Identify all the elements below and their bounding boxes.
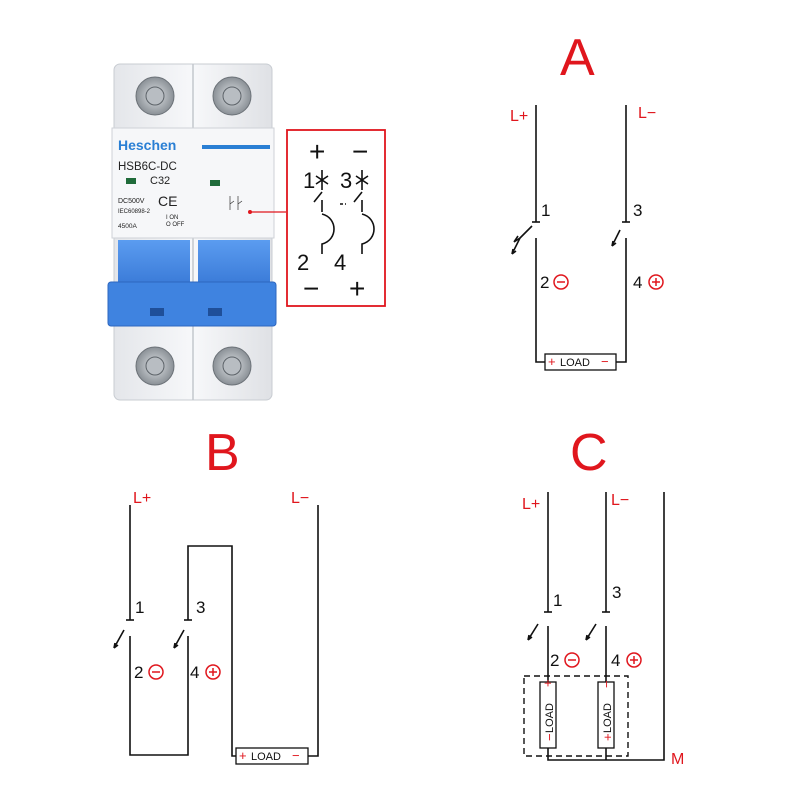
diagram-c-supply-neg: L− <box>611 492 629 509</box>
minus-circle-icon <box>553 274 569 290</box>
diagram-a-load-label: LOAD <box>560 357 590 369</box>
screw-icon <box>212 76 252 116</box>
diagram-b-load-label: LOAD <box>251 751 281 763</box>
minus-circle-icon <box>564 652 580 668</box>
diagram-b-supply-pos: L+ <box>133 490 151 507</box>
zoom-t2: 2 <box>297 250 309 275</box>
screw-icon <box>135 346 175 386</box>
indicator-light <box>126 178 136 184</box>
diagram-b-title: B <box>205 424 240 482</box>
diagram-b-t1: 1 <box>135 598 144 617</box>
pole-stripe <box>202 145 270 149</box>
zoom-contacts <box>313 170 375 254</box>
zoom-t1: 1 <box>303 168 315 193</box>
screw-icon <box>212 346 252 386</box>
load-minus-icon: − <box>601 354 609 369</box>
diagram-c-title: C <box>570 424 608 482</box>
zoom-t3: 3 <box>340 168 352 193</box>
diagram-b-load: + LOAD − <box>235 747 309 765</box>
diagram-c-load-right: − LOAD + <box>597 680 615 749</box>
diagram-c-load-left: + LOAD − <box>539 679 557 749</box>
load-plus-icon: + <box>548 354 556 369</box>
diagram-a-t3: 3 <box>633 201 642 220</box>
diagram-a-title: A <box>560 29 595 87</box>
on-label: I ON <box>166 215 178 221</box>
diagram-c-load-label-left: LOAD <box>544 703 556 733</box>
brand-label: Heschen <box>118 137 176 153</box>
screw-icon <box>135 76 175 116</box>
diagram-a-load: + LOAD − <box>544 353 617 371</box>
voltage-label: DC500V <box>118 198 145 205</box>
model-label: HSB6C-DC <box>118 161 177 173</box>
diagram-c-t4: 4 <box>611 651 620 670</box>
ce-mark-icon: CE <box>158 193 177 209</box>
zoom-top-minus: − <box>352 136 368 167</box>
zoom-top-plus: + <box>309 136 325 167</box>
rating-label: C32 <box>150 175 170 187</box>
diagram-a-t1: 1 <box>541 201 550 220</box>
diagram-a-t4: 4 <box>633 273 642 292</box>
breaker-device: Heschen HSB6C-DC C32 DC500V CE IEC60898-… <box>107 63 277 401</box>
diagram-b-supply-neg: L− <box>291 490 309 507</box>
load-minus-icon: − <box>542 733 557 741</box>
diagram-c-load-label-right: LOAD <box>602 703 614 733</box>
load-plus-icon: + <box>600 733 615 741</box>
diagram-a: A L+ L− 1 3 2 4 <box>510 29 664 371</box>
plus-circle-icon <box>205 664 221 680</box>
diagram-c-t2: 2 <box>550 651 559 670</box>
zoom-bot-plus: + <box>349 273 365 304</box>
handle-slot <box>208 308 222 316</box>
load-enclosure <box>523 675 629 757</box>
diagram-a-t2: 2 <box>540 273 549 292</box>
diagram-a-supply-pos: L+ <box>510 108 528 125</box>
indicator-light <box>210 180 220 186</box>
load-plus-icon: + <box>540 679 555 687</box>
switch-arm-left <box>513 225 533 243</box>
mini-schematic-icon <box>229 196 243 210</box>
plus-circle-icon <box>626 652 642 668</box>
load-minus-icon: − <box>599 680 614 688</box>
diagram-b-t4: 4 <box>190 663 199 682</box>
diagram-c: C L+ L− 1 3 2 4 + <box>522 424 684 768</box>
off-label: O OFF <box>166 222 185 228</box>
load-plus-icon: + <box>239 748 247 763</box>
diagram-b-t2: 2 <box>134 663 143 682</box>
diagram-c-midpoint: M <box>671 751 684 768</box>
diagram-b-t3: 3 <box>196 598 205 617</box>
diagram-c-t3: 3 <box>612 583 621 602</box>
diagram-b: B L+ L− 1 3 2 4 <box>113 424 319 765</box>
minus-circle-icon <box>148 664 164 680</box>
diagram-c-t1: 1 <box>553 591 562 610</box>
standard-label: IEC60898-2 <box>118 209 151 215</box>
callout-dot <box>248 210 252 214</box>
plus-circle-icon <box>648 274 664 290</box>
load-minus-icon: − <box>292 748 300 763</box>
zoom-bot-minus: − <box>303 273 319 304</box>
diagram-a-supply-neg: L− <box>638 105 656 122</box>
diagram-c-supply-pos: L+ <box>522 496 540 513</box>
terminal-zoom-box: + − 1 3 2 4 − + <box>286 129 386 307</box>
handle-slot <box>150 308 164 316</box>
breaking-label: 4500A <box>118 223 137 230</box>
handle-bar <box>107 281 277 327</box>
zoom-t4: 4 <box>334 250 346 275</box>
